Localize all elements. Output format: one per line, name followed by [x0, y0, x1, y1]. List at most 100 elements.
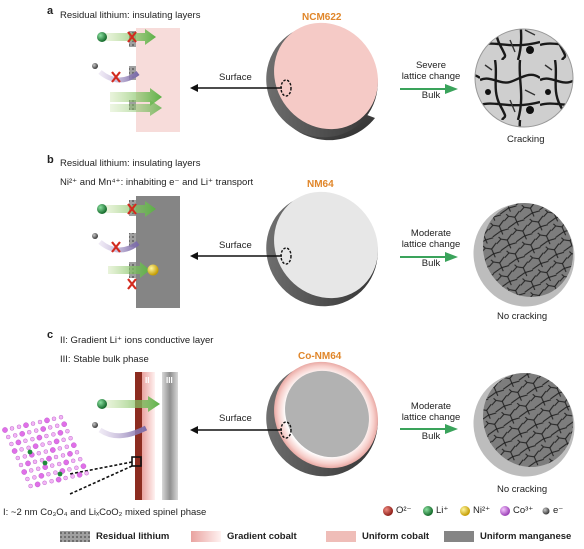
blocked-cross-icon	[111, 71, 121, 83]
lattice-atom	[44, 417, 50, 424]
panel-c-material: Co-NM64	[298, 351, 342, 362]
panel-c-result: No cracking	[497, 484, 548, 495]
intact-particle-grains	[482, 202, 574, 298]
uniform-manganese-swatch	[444, 531, 474, 542]
legend-uniform-cobalt: Uniform cobalt	[362, 531, 430, 542]
residual-lithium-patch	[129, 233, 136, 247]
bulk-arrow	[400, 84, 458, 94]
lattice-atom	[65, 429, 70, 434]
panel-c-letter: c	[47, 329, 54, 341]
lattice-atom	[29, 468, 34, 473]
lattice-atom	[16, 424, 22, 429]
li-transport-arrow	[110, 100, 162, 116]
panel-a-surface-label: Surface	[219, 72, 252, 83]
lattice-atom	[48, 425, 53, 430]
lattice-atom	[37, 419, 43, 425]
lattice-atom	[57, 446, 62, 451]
cracked-particle-image	[475, 29, 573, 127]
legend-li-ion: Li⁺	[436, 505, 449, 516]
co-nm64-core	[285, 370, 369, 458]
panel-a-caption: Residual lithium: insulating layers	[60, 10, 201, 21]
lattice-atom	[70, 474, 75, 479]
blocked-cross-icon	[127, 31, 137, 43]
residual-lithium-patch	[129, 66, 136, 80]
lattice-atom	[57, 461, 62, 467]
lattice-atom	[18, 462, 24, 468]
lattice-atom	[50, 463, 55, 468]
lattice-atom	[60, 453, 66, 458]
lattice-atom	[63, 475, 68, 481]
bulk-line: lattice change	[401, 412, 461, 423]
lattice-atom	[44, 433, 49, 439]
panel-c-caption-2: III: Stable bulk phase	[60, 354, 149, 365]
panel-c-surface-label: Surface	[219, 413, 252, 424]
electron-icon	[92, 422, 98, 428]
li-ion-icon	[97, 204, 107, 214]
lattice-atom	[12, 433, 18, 438]
lattice-atom	[70, 458, 76, 463]
lattice-atom	[23, 422, 29, 429]
lattice-atom	[76, 471, 83, 478]
lattice-atom	[68, 436, 73, 441]
panel-c-graphics	[2, 361, 575, 500]
panel-a-graphics	[92, 22, 574, 141]
lattice-atom	[34, 428, 39, 433]
panel-c-footnote: I: ~2 nm Co₃O₄ and LiₓCoO₂ mixed spinel …	[3, 507, 207, 518]
lattice-atom	[47, 440, 52, 446]
uniform-cobalt-surface-layer	[136, 28, 180, 132]
lattice-atom	[40, 426, 47, 432]
lattice-atom	[43, 449, 48, 454]
lattice-li-atom	[42, 460, 48, 466]
bulk-arrow	[400, 252, 458, 262]
panel-a-material: NCM622	[302, 12, 342, 23]
lattice-atom	[9, 426, 15, 431]
lattice-atom	[32, 443, 39, 450]
lattice-atom	[80, 463, 87, 470]
panel-b-bulk-description: Moderate lattice change Bulk	[396, 228, 466, 269]
bulk-arrow	[400, 424, 458, 434]
lattice-atom	[55, 476, 62, 483]
lattice-atom	[2, 427, 8, 433]
uniform-manganese-layer	[136, 196, 180, 308]
o-ion-icon	[383, 506, 393, 516]
panel-b-caption-1: Residual lithium: insulating layers	[60, 158, 201, 169]
lattice-atom	[11, 448, 18, 454]
lattice-atom	[67, 450, 73, 457]
lattice-atom	[39, 458, 45, 463]
nm64-cross-section	[274, 191, 378, 299]
electron-transport-arrow	[98, 425, 148, 439]
lattice-atom	[84, 471, 89, 476]
lattice-atom	[36, 451, 41, 456]
lattice-atom	[30, 421, 36, 426]
lattice-li-atom	[27, 449, 33, 455]
lattice-atom	[21, 469, 28, 475]
lattice-atom	[40, 442, 45, 447]
lattice-atom	[19, 430, 26, 437]
lattice-atom	[53, 438, 60, 445]
lattice-atom	[38, 472, 45, 479]
lattice-atom	[32, 475, 37, 480]
layer-III-bulk	[162, 372, 178, 500]
li-ion-icon	[97, 399, 107, 409]
panel-b-letter: b	[47, 154, 54, 166]
lattice-atom	[28, 483, 33, 489]
residual-lithium-swatch	[60, 531, 90, 542]
electron-icon	[92, 63, 98, 69]
lattice-atom	[15, 455, 20, 461]
lattice-atom	[74, 450, 80, 455]
gradient-cobalt-swatch	[191, 531, 221, 542]
li-transport-arrow	[110, 88, 162, 106]
lattice-atom	[30, 437, 35, 442]
layer-II-gradient	[142, 372, 155, 500]
lattice-atom	[32, 459, 38, 464]
panel-c-bulk-description: Moderate lattice change Bulk	[396, 401, 466, 442]
li-transport-arrow	[106, 396, 160, 412]
lattice-atom	[5, 434, 11, 440]
legend-residual-lithium: Residual lithium	[96, 531, 170, 542]
bulk-line: Severe	[415, 60, 447, 71]
li-ion-icon	[97, 32, 107, 42]
lattice-atom	[27, 430, 32, 435]
panel-b-material: NM64	[307, 179, 334, 190]
intact-particle-grains	[482, 372, 574, 468]
